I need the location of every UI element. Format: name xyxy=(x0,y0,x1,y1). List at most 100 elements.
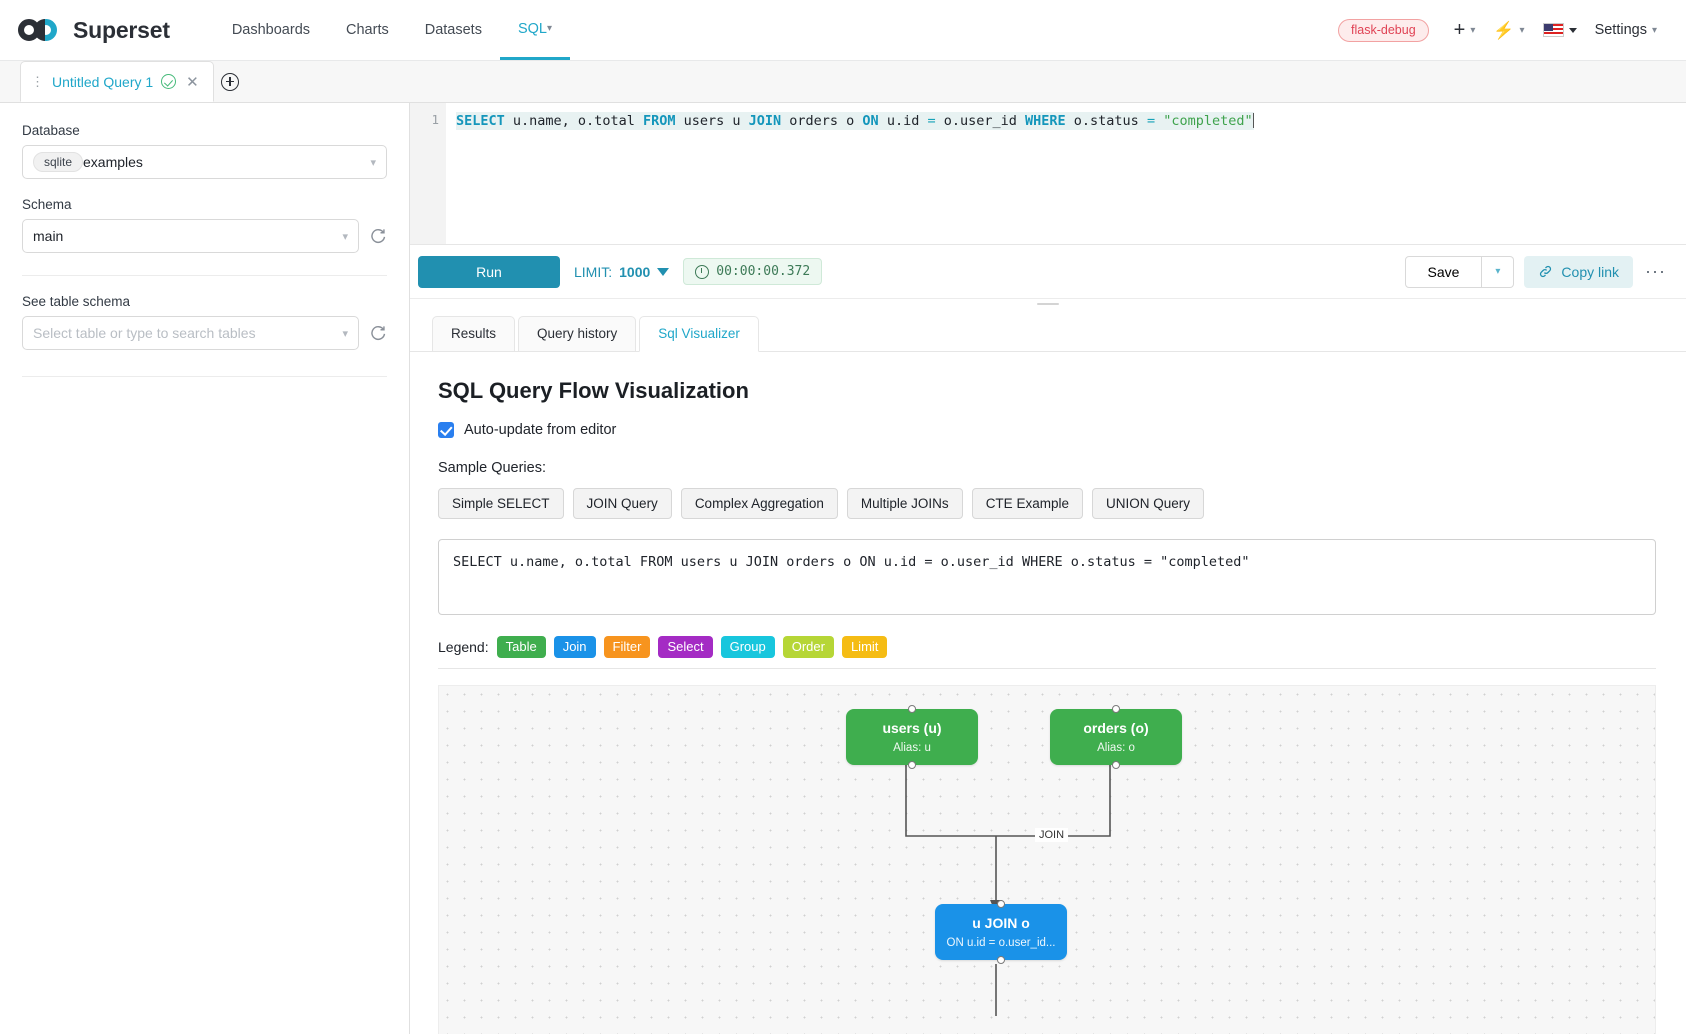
database-select[interactable]: sqlite examples ▾ xyxy=(22,145,387,179)
language-menu-button[interactable] xyxy=(1536,19,1584,41)
query-tab-untitled-query-1[interactable]: ⋮ Untitled Query 1 ✕ xyxy=(20,61,214,102)
close-icon[interactable]: ✕ xyxy=(186,73,199,91)
code-token: orders o xyxy=(781,113,863,129)
actions-menu-button[interactable]: ⚡ ▾ xyxy=(1486,18,1531,43)
page-title: SQL Query Flow Visualization xyxy=(438,378,749,403)
code-token: FROM xyxy=(642,113,676,129)
sample-query-button-0[interactable]: Simple SELECT xyxy=(438,488,564,519)
flask-debug-badge: flask-debug xyxy=(1338,18,1429,42)
schema-row: main ▾ xyxy=(22,219,387,253)
sql-input-textarea[interactable] xyxy=(438,539,1656,615)
flow-node-orders[interactable]: orders (o) Alias: o xyxy=(1050,705,1182,769)
chevron-down-icon: ▾ xyxy=(1470,24,1476,36)
editor-code-area[interactable]: SELECT u.name, o.total FROM users u JOIN… xyxy=(446,103,1686,244)
nav-link-sql-label: SQL xyxy=(517,20,547,37)
sample-query-button-4[interactable]: CTE Example xyxy=(971,488,1083,519)
chevron-down-icon: ▾ xyxy=(370,156,376,169)
query-tab-label: Untitled Query 1 xyxy=(52,73,154,90)
pane-resize-handle[interactable] xyxy=(410,299,1686,309)
refresh-tables-icon[interactable] xyxy=(369,324,387,342)
chevron-down-icon: ▾ xyxy=(1495,266,1501,277)
legend-divider xyxy=(438,668,1656,669)
sample-query-button-2[interactable]: Complex Aggregation xyxy=(680,488,838,519)
code-token: = xyxy=(927,113,936,129)
code-token: o.status xyxy=(1065,113,1147,129)
sample-query-button-1[interactable]: JOIN Query xyxy=(572,488,672,519)
code-token: users u xyxy=(675,113,749,129)
node-handle-top[interactable] xyxy=(1112,705,1120,713)
node-handle-bottom[interactable] xyxy=(997,956,1005,964)
legend-label: Legend: xyxy=(438,639,489,655)
node-title: orders (o) xyxy=(1083,720,1149,736)
node-subtitle: Alias: u xyxy=(893,742,931,754)
node-title: users (u) xyxy=(882,720,942,736)
schema-select[interactable]: main ▾ xyxy=(22,219,359,253)
legend-badge-limit: Limit xyxy=(841,636,888,658)
tab-results[interactable]: Results xyxy=(432,316,516,352)
sample-query-button-3[interactable]: Multiple JOINs xyxy=(846,488,963,519)
database-engine-pill: sqlite xyxy=(33,152,84,172)
left-query-panel: Database sqlite examples ▾ Schema main ▾… xyxy=(0,103,410,1034)
chevron-down-icon: ▾ xyxy=(1519,24,1525,36)
limit-dropdown[interactable]: LIMIT: 1000 xyxy=(574,264,670,280)
sql-visualizer-pane: SQL Query Flow Visualization Auto-update… xyxy=(410,352,1686,1034)
more-options-icon[interactable]: ··· xyxy=(1645,261,1666,281)
auto-update-row: Auto-update from editor xyxy=(438,422,1656,438)
add-query-tab-button[interactable] xyxy=(214,61,246,102)
code-token: o.user_id xyxy=(935,113,1026,129)
tab-query-history[interactable]: Query history xyxy=(518,316,637,352)
node-title: u JOIN o xyxy=(972,915,1030,931)
nav-link-datasets[interactable]: Datasets xyxy=(424,22,482,38)
copy-link-label: Copy link xyxy=(1561,263,1620,280)
copy-link-button[interactable]: Copy link xyxy=(1524,255,1634,288)
chevron-down-icon: ▾ xyxy=(546,23,553,34)
panel-divider xyxy=(22,275,387,276)
text-caret xyxy=(1252,113,1254,128)
save-dropdown-button[interactable]: ▾ xyxy=(1482,255,1515,288)
sample-query-button-5[interactable]: UNION Query xyxy=(1091,488,1204,519)
node-subtitle: Alias: o xyxy=(1097,742,1135,754)
superset-logo[interactable]: Superset xyxy=(18,17,170,44)
plus-circle-icon xyxy=(220,72,239,91)
timer-value: 00:00:00.372 xyxy=(716,264,811,279)
node-handle-top[interactable] xyxy=(908,705,916,713)
tab-sql-visualizer[interactable]: Sql Visualizer xyxy=(639,316,759,352)
sample-queries-label: Sample Queries: xyxy=(438,460,546,476)
node-handle-top[interactable] xyxy=(997,900,1005,908)
drag-dots-icon[interactable]: ⋮ xyxy=(31,74,44,89)
nav-link-sql[interactable]: SQL ▾ xyxy=(499,0,571,60)
panel-divider-2 xyxy=(22,376,387,377)
table-select[interactable]: Select table or type to search tables ▾ xyxy=(22,316,359,350)
code-token: JOIN xyxy=(748,113,782,129)
nav-link-charts[interactable]: Charts xyxy=(346,22,389,38)
database-label: Database xyxy=(22,123,80,138)
query-tab-strip: ⋮ Untitled Query 1 ✕ xyxy=(0,61,1686,103)
code-token: ON xyxy=(862,113,879,129)
refresh-schema-icon[interactable] xyxy=(369,227,387,245)
auto-update-label: Auto-update from editor xyxy=(464,422,617,438)
nav-link-dashboards[interactable]: Dashboards xyxy=(231,22,311,38)
chevron-down-icon: ▾ xyxy=(342,327,348,340)
chevron-down-icon: ▾ xyxy=(1651,24,1657,36)
code-token xyxy=(1155,113,1163,129)
main-nav: Dashboards Charts Datasets SQL ▾ xyxy=(214,0,571,60)
code-token: u.name, o.total xyxy=(504,113,643,129)
save-button[interactable]: Save xyxy=(1404,255,1483,288)
lightning-icon: ⚡ xyxy=(1493,20,1515,40)
node-handle-bottom[interactable] xyxy=(908,761,916,769)
result-tabs: Results Query history Sql Visualizer xyxy=(410,309,1686,352)
flow-node-users[interactable]: users (u) Alias: u xyxy=(846,705,978,769)
node-handle-bottom[interactable] xyxy=(1112,761,1120,769)
auto-update-checkbox[interactable] xyxy=(438,422,454,438)
editor-code-line: SELECT u.name, o.total FROM users u JOIN… xyxy=(456,112,1254,130)
caret-down-icon xyxy=(1568,27,1577,33)
run-button[interactable]: Run xyxy=(418,255,560,288)
legend-badge-select: Select xyxy=(658,636,713,658)
new-menu-button[interactable]: + ▾ xyxy=(1447,16,1483,44)
infinity-logo-icon xyxy=(18,17,62,43)
settings-menu-button[interactable]: Settings ▾ xyxy=(1588,18,1664,42)
sql-editor[interactable]: 1 SELECT u.name, o.total FROM users u JO… xyxy=(410,103,1686,245)
